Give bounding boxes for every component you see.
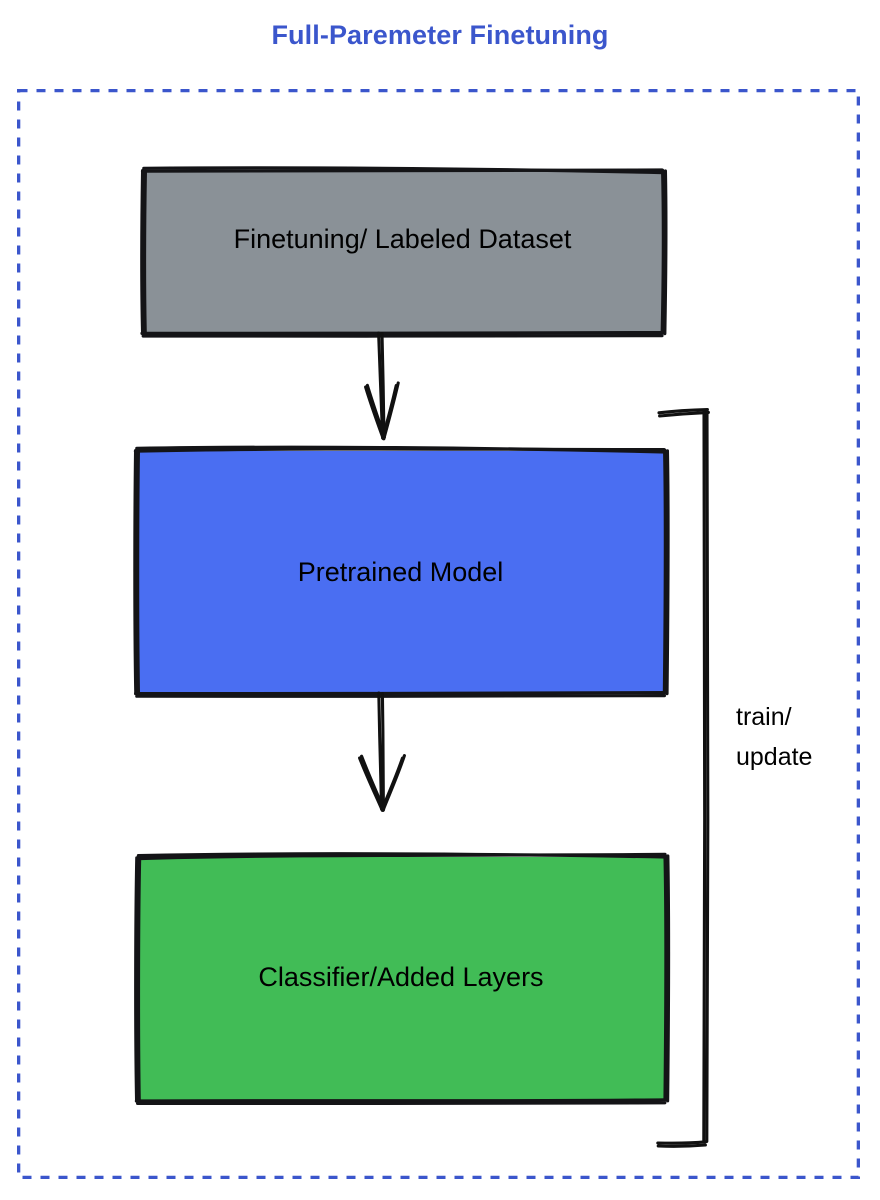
node-pretrained-fill (136, 451, 665, 693)
node-dataset-label: Finetuning/ Labeled Dataset (233, 224, 572, 254)
feedback-loop-label: train/ update (736, 703, 813, 771)
arrow-pretrained-to-classifier (358, 691, 406, 812)
node-pretrained-model[interactable]: Pretrained Model (133, 445, 670, 698)
node-dataset-fill (142, 170, 663, 333)
node-classifier-added-layers[interactable]: Classifier/Added Layers (134, 852, 671, 1106)
arrow-dataset-to-pretrained (364, 331, 400, 441)
diagram-title: Full-Paremeter Finetuning (271, 20, 609, 50)
node-classifier-fill (137, 857, 665, 1100)
node-pretrained-label: Pretrained Model (297, 557, 504, 587)
node-classifier-label: Classifier/Added Layers (258, 962, 544, 992)
node-finetuning-labeled-dataset[interactable]: Finetuning/ Labeled Dataset (140, 166, 668, 338)
